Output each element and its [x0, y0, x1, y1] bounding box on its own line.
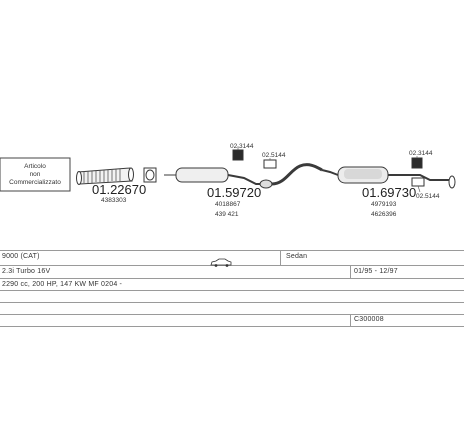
table-divider-3	[350, 314, 351, 326]
fitting-a-code: 02.3144	[230, 143, 254, 150]
table-rule-top	[0, 250, 464, 251]
table-rule-2	[0, 278, 464, 279]
notice-line-1: Articolo	[24, 163, 46, 170]
vehicle-spec: 2290 cc, 200 HP, 147 KW MF 0204 -	[2, 281, 123, 288]
table-rule-4	[0, 302, 464, 303]
table-rule-3	[0, 290, 464, 291]
fitting-d-code: 02.5144	[416, 193, 440, 200]
fitting-a-drawing	[232, 149, 244, 161]
part-2-oe-1: 4018867	[215, 201, 241, 208]
part-2-oe-2: 439 421	[215, 211, 239, 218]
table-rule-5	[0, 314, 464, 315]
fitting-c-code: 02.3144	[409, 150, 433, 157]
leader-lines	[237, 146, 421, 193]
notice-line-2: non	[30, 171, 41, 178]
vehicle-model: 9000 (CAT)	[2, 253, 40, 260]
vehicle-years: 01/95 - 12/97	[354, 268, 398, 275]
table-divider-2	[350, 265, 351, 278]
part-2-number: 01.59720	[207, 185, 261, 200]
clamp-drawing	[143, 167, 157, 183]
notice-line-3: Commercializzato	[9, 179, 61, 186]
part-3-oe-2: 4626396	[371, 211, 397, 218]
table-rule-bottom	[0, 326, 464, 327]
part-3-oe-1: 4979193	[371, 201, 397, 208]
table-rule-1	[0, 265, 464, 266]
part-1-number: 01.22670	[92, 182, 146, 197]
middle-silencer-drawing	[164, 163, 323, 189]
vehicle-engine: 2.3i Turbo 16V	[2, 268, 51, 275]
reference-code: C300008	[354, 316, 384, 323]
fitting-d-drawing	[411, 177, 425, 187]
fitting-b-code: 02.5144	[262, 152, 286, 159]
exhaust-diagram: Articolo non Commercializzato	[0, 143, 456, 218]
part-3-number: 01.69730	[362, 185, 416, 200]
rear-silencer-drawing	[321, 166, 456, 189]
fitting-c-drawing	[411, 157, 423, 169]
front-pipe-drawing	[76, 167, 134, 185]
fitting-b-drawing	[263, 159, 277, 169]
part-1-oe: 4383303	[101, 197, 127, 204]
vehicle-body: Sedan	[286, 253, 308, 260]
car-icon	[210, 254, 232, 272]
not-available-notice: Articolo non Commercializzato	[0, 157, 71, 192]
table-divider-1	[280, 250, 281, 265]
